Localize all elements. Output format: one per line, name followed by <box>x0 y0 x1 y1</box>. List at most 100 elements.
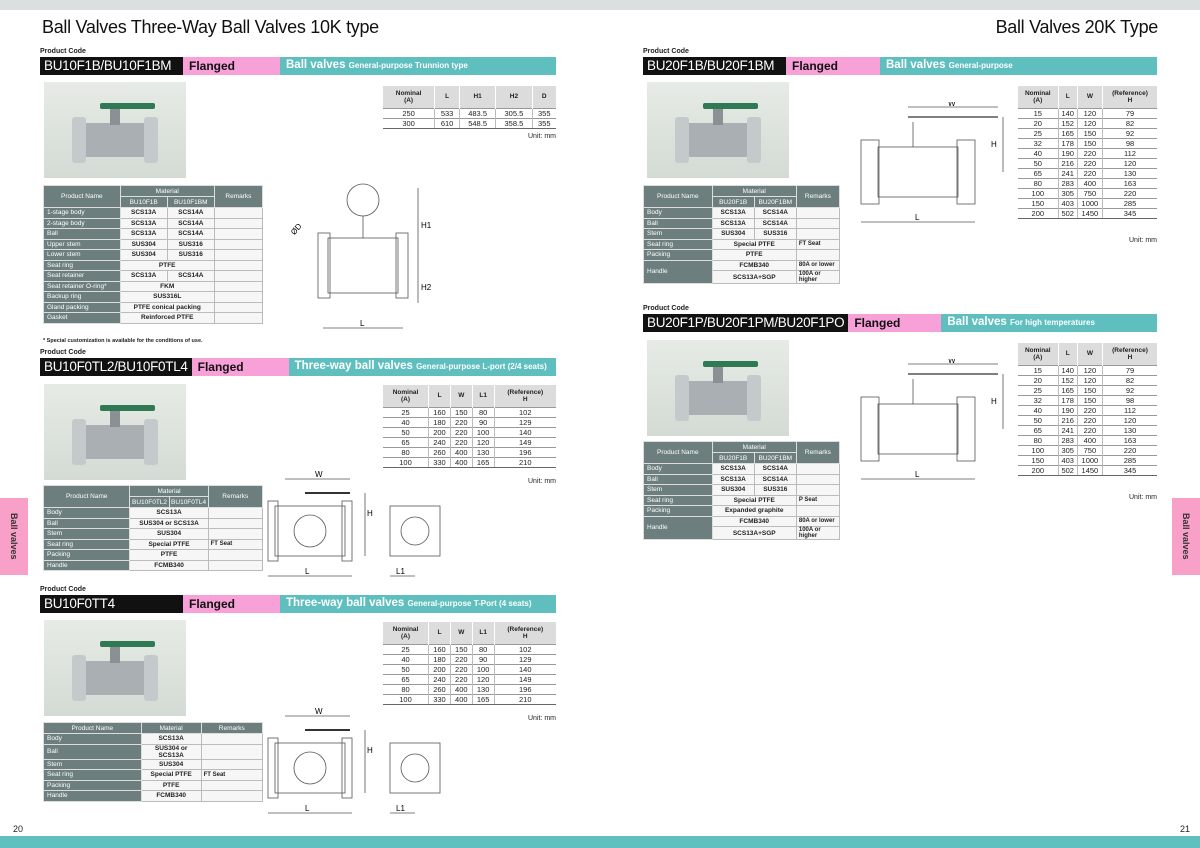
side-tab-label: Ball valves <box>1181 513 1191 560</box>
material-cell: SCS14A <box>166 217 215 229</box>
remarks-cell <box>213 238 264 250</box>
dimension-cell: 180 <box>428 416 451 427</box>
header-product-name: Product Name <box>43 722 142 734</box>
dimension-cell: 150 <box>1076 137 1103 148</box>
dimension-cell: 120 <box>471 436 495 447</box>
part-name: Stem <box>43 758 142 770</box>
unit-label: Unit: mm <box>528 715 556 722</box>
part-name: Stem <box>643 484 713 496</box>
product-type-sub: General-purpose <box>948 61 1013 70</box>
material-cell: SCS14A <box>753 217 797 229</box>
dimension-cell: 260 <box>428 683 451 694</box>
dimension-cell: 165 <box>1057 384 1078 395</box>
product-type-sub: For high temperatures <box>1010 318 1095 327</box>
dimension-cell: 129 <box>493 653 556 664</box>
header-remarks: Remarks <box>795 441 841 464</box>
dimension-cell: 178 <box>1057 394 1078 405</box>
svg-text:H: H <box>367 509 373 518</box>
remarks-cell <box>200 790 264 802</box>
svg-text:L: L <box>915 470 920 479</box>
dimension-cell: 750 <box>1076 187 1103 198</box>
material-cell: FCMB340 <box>140 790 202 802</box>
dimension-cell: 80 <box>383 683 429 694</box>
dimension-header: L <box>1057 86 1078 108</box>
dimension-cell: 50 <box>383 426 429 437</box>
dimension-cell: 165 <box>1057 127 1078 138</box>
part-name: Gasket <box>43 312 121 324</box>
product-code-label: Product Code <box>643 305 689 312</box>
valve-image <box>675 361 761 421</box>
remarks-cell <box>213 312 264 324</box>
side-tab-left: Ball valves <box>0 498 28 575</box>
dimension-cell: 400 <box>449 446 473 457</box>
dimension-cell: 285 <box>1101 454 1157 465</box>
dimension-cell: 220 <box>449 673 473 684</box>
dimension-cell: 285 <box>1101 197 1157 208</box>
header-material: Material <box>140 722 202 734</box>
unit-label: Unit: mm <box>1129 493 1157 501</box>
dimension-cell: 483.5 <box>458 107 496 118</box>
dimension-cell: 200 <box>1018 464 1059 476</box>
unit-label: Unit: mm <box>1129 236 1157 244</box>
dimension-cell: 330 <box>428 456 451 468</box>
part-name: Packing <box>643 249 713 261</box>
dimension-cell: 260 <box>428 446 451 457</box>
material-cell: Special PTFE <box>711 494 797 506</box>
dimension-header: (Reference)H <box>1101 343 1157 365</box>
material-cell: SUS304 <box>711 484 755 496</box>
dimension-cell: 150 <box>449 643 473 654</box>
dimension-cell: 100 <box>471 426 495 437</box>
dimension-cell: 120 <box>1076 364 1103 375</box>
dimension-header: L1 <box>471 622 495 644</box>
dimension-cell: 100 <box>1018 187 1059 198</box>
dimension-cell: 112 <box>1101 147 1157 158</box>
dimension-cell: 210 <box>493 693 556 705</box>
material-cell: Special PTFE <box>129 538 209 550</box>
svg-text:H2: H2 <box>421 283 432 292</box>
dimension-cell: 20 <box>1018 117 1059 128</box>
dimension-header: D <box>531 86 556 108</box>
dimension-cell: 65 <box>1018 167 1059 178</box>
dimension-cell: 160 <box>428 643 451 654</box>
dimension-cell: 220 <box>1101 444 1157 455</box>
remarks-cell <box>207 549 264 561</box>
material-cell: FCMB340 <box>711 515 797 527</box>
dimension-cell: 15 <box>1018 364 1059 375</box>
side-tab-label: Ball valves <box>9 513 19 560</box>
part-name: Seat ring <box>43 259 121 271</box>
dimension-cell: 25 <box>383 406 429 417</box>
dimension-cell: 79 <box>1101 364 1157 375</box>
product-photo <box>44 82 186 178</box>
dimension-cell: 102 <box>493 643 556 654</box>
dimension-cell: 533 <box>434 107 460 118</box>
part-name: Seat ring <box>643 238 713 250</box>
product-code-label: Product Code <box>643 48 689 55</box>
dimension-cell: 80 <box>471 406 495 417</box>
page-number-right: 21 <box>1180 824 1191 834</box>
svg-text:L: L <box>305 567 310 576</box>
dimension-cell: 400 <box>449 693 473 705</box>
material-cell: SUS304 or SCS13A <box>140 743 202 760</box>
